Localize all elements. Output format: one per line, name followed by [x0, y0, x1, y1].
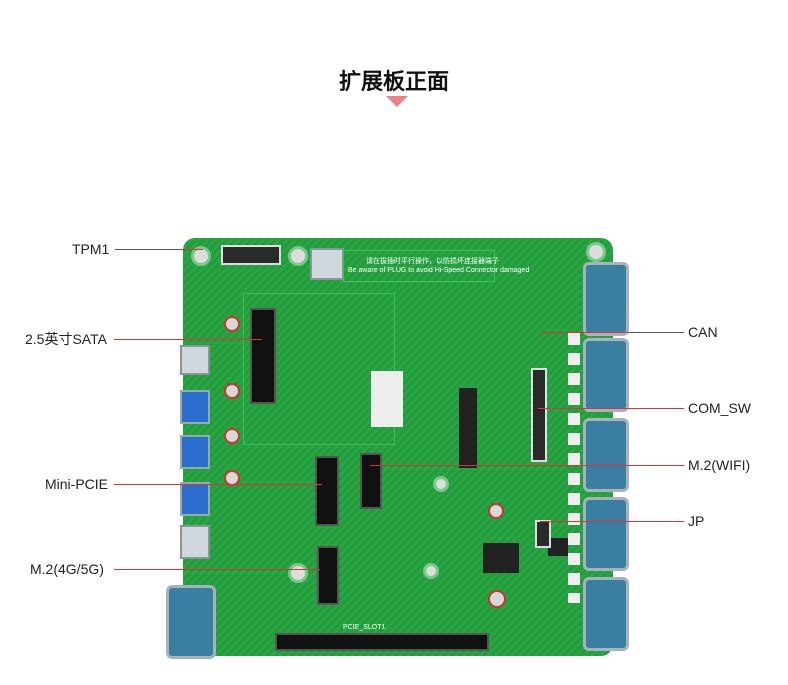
chip [483, 543, 519, 573]
usb3-port [180, 390, 210, 424]
mount-hole [433, 476, 449, 492]
label-tpm1: TPM1 [72, 241, 110, 257]
m2-wifi-slot [360, 453, 382, 509]
mount-hole [423, 563, 439, 579]
leader-line [114, 339, 262, 340]
sata-connector [250, 308, 276, 404]
m2-4g-slot [317, 546, 339, 605]
rj-usb-port [310, 248, 344, 280]
com-sw-jumpers [531, 368, 547, 462]
mini-pcie-slot [315, 456, 339, 526]
mount-hole [191, 246, 211, 266]
capacitor [224, 383, 240, 399]
page-title: 扩展板正面 [338, 70, 449, 95]
usb-port [180, 345, 210, 375]
capacitor [488, 503, 504, 519]
capacitor [224, 470, 240, 486]
mount-hole [288, 563, 308, 583]
port [180, 525, 210, 559]
usb3-port [180, 435, 210, 469]
db9-connector [583, 418, 629, 492]
down-arrow-icon [386, 96, 408, 107]
label-sata: 2.5英寸SATA [25, 331, 107, 347]
warning-cn: 请在拔插时平行操作，以防损坏连接器端子 [366, 258, 499, 265]
pcie-slot-label: PCIE_SLOT1 [343, 624, 386, 631]
jp-jumper [535, 520, 551, 548]
usb3-port [180, 482, 210, 516]
pcie-slot [275, 633, 489, 651]
ssd-outline [243, 293, 395, 445]
tpm1-header [221, 245, 281, 265]
warning-box: 请在拔插时平行操作，以防损坏连接器端子 Be aware of PLUG to … [343, 250, 529, 282]
leader-line [540, 332, 684, 333]
relay-column [568, 333, 580, 603]
leader-line [370, 465, 684, 466]
can-connector [583, 262, 629, 336]
capacitor [224, 428, 240, 444]
db9-connector [166, 585, 216, 659]
db9-connector [583, 577, 629, 651]
leader-line [114, 569, 320, 570]
label-sticker [371, 371, 403, 427]
label-mini-pcie: Mini-PCIE [45, 476, 109, 492]
label-m2-wifi: M.2(WIFI) [688, 457, 751, 473]
label-m2-4g5g: M.2(4G/5G) [30, 561, 104, 577]
db9-connector [583, 338, 629, 412]
mount-hole [288, 246, 308, 266]
db9-connector [583, 497, 629, 571]
capacitor [224, 316, 240, 332]
leader-line [538, 408, 684, 409]
label-can: CAN [688, 324, 718, 340]
capacitor [488, 590, 506, 608]
label-jp: JP [688, 513, 705, 529]
leader-line [540, 521, 684, 522]
warning-en: Be aware of PLUG to avoid Hi-Speed Conne… [348, 267, 530, 274]
chip [548, 538, 568, 556]
mount-hole [586, 242, 606, 262]
expansion-board: 请在拔插时平行操作，以防损坏连接器端子 Be aware of PLUG to … [183, 238, 613, 656]
label-com-sw: COM_SW [688, 400, 751, 416]
leader-line [114, 484, 322, 485]
leader-line [115, 249, 203, 250]
chip-column [459, 388, 477, 468]
